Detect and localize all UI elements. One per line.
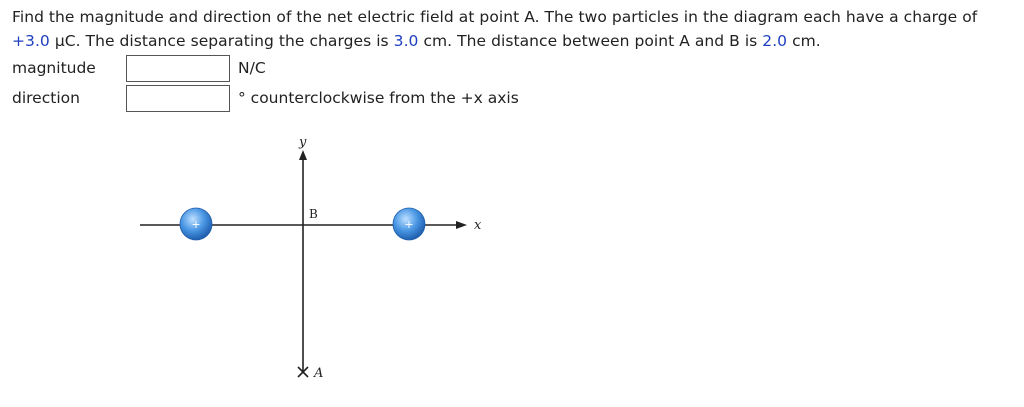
- magnitude-input[interactable]: [126, 54, 230, 82]
- y-axis-label: y: [298, 135, 307, 150]
- direction-input[interactable]: [126, 84, 230, 112]
- point-a-label: A: [313, 366, 323, 381]
- charge-left: +: [179, 207, 213, 241]
- point-b-label: B: [309, 207, 318, 221]
- problem-text: Find the magnitude and direction of the …: [12, 5, 1018, 53]
- charge-distance-value: 3.0: [393, 32, 419, 50]
- problem-text-part1: Find the magnitude and direction of the …: [12, 8, 978, 26]
- problem-text-part4: cm.: [787, 32, 821, 50]
- problem-text-part3: cm. The distance between point A and B i…: [418, 32, 763, 50]
- x-axis-arrow: [456, 221, 467, 229]
- charge-left-sign: +: [191, 218, 200, 231]
- ab-distance-value: 2.0: [762, 32, 788, 50]
- direction-row: direction ° counterclockwise from the +x…: [12, 84, 519, 112]
- problem-text-part2: μC. The distance separating the charges …: [49, 32, 394, 50]
- charge-right: +: [392, 207, 426, 241]
- magnitude-unit: N/C: [238, 59, 266, 77]
- point-a-marker: [297, 366, 309, 378]
- charge-right-sign: +: [404, 218, 413, 231]
- charge-value: +3.0: [12, 32, 50, 50]
- magnitude-row: magnitude N/C: [12, 54, 266, 82]
- direction-unit: ° counterclockwise from the +x axis: [238, 89, 519, 107]
- direction-label: direction: [12, 89, 80, 107]
- x-axis-label: x: [474, 218, 482, 233]
- magnitude-label: magnitude: [12, 59, 96, 77]
- y-axis-arrow: [299, 150, 307, 160]
